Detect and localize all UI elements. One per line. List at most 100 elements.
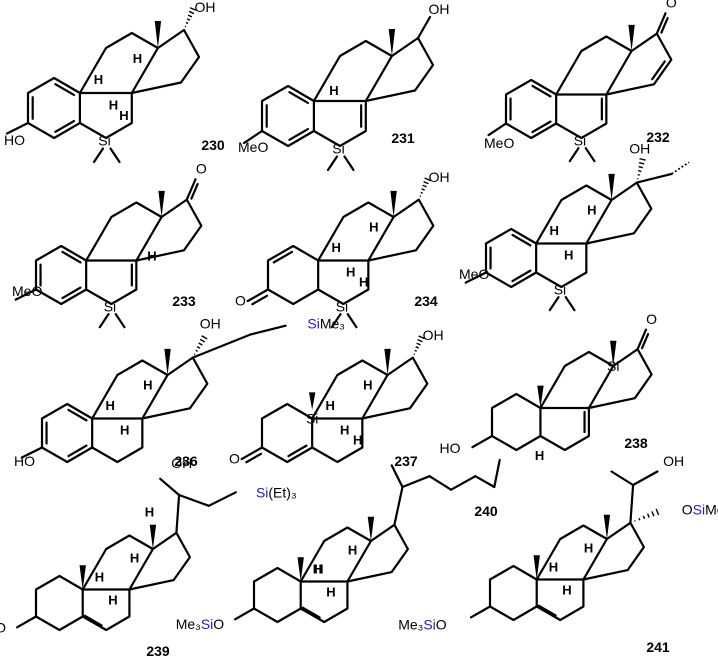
bond: [450, 475, 477, 491]
bond: [317, 259, 370, 306]
bond: [234, 607, 256, 621]
wedge-bond: [79, 565, 86, 590]
atom-label: HO: [14, 453, 35, 469]
bond: [390, 464, 404, 489]
atom-label: OH: [195, 0, 216, 15]
hashed-bond: [201, 335, 208, 340]
hashed-bond: [637, 169, 642, 173]
atom-label: O: [229, 450, 240, 466]
bond: [287, 444, 308, 458]
bond: [568, 147, 580, 163]
bond: [584, 147, 596, 163]
bond: [78, 91, 133, 140]
silicon-label: Si: [104, 298, 116, 314]
atom-label: HO: [0, 620, 6, 636]
bond: [531, 84, 552, 98]
atom-label: HO: [440, 440, 461, 456]
silicon-label: Si: [607, 358, 619, 374]
wedge-bond: [384, 348, 391, 375]
hashed-bond: [416, 342, 421, 346]
compound-number: 233: [172, 293, 196, 309]
hydrogen-label: H: [346, 264, 355, 279]
compound-number: 237: [394, 453, 418, 469]
silicon-label: Si: [574, 132, 586, 148]
bond: [299, 526, 373, 583]
bond: [61, 286, 82, 300]
hashed-bond: [638, 517, 641, 521]
bond: [190, 182, 199, 200]
bond: [343, 155, 355, 172]
bond: [636, 328, 648, 351]
hydrogen-label: H: [369, 220, 378, 235]
bond: [511, 233, 532, 247]
bond: [272, 250, 294, 264]
bond: [317, 201, 395, 262]
hydrogen-label: H: [326, 584, 335, 599]
bond: [128, 531, 191, 591]
hydrogen-label: H: [313, 561, 322, 576]
hydrogen-label: H: [584, 541, 593, 556]
silicon-label: Si: [336, 298, 348, 314]
hydrogen-label: H: [133, 51, 142, 66]
bond: [539, 350, 615, 410]
bond: [91, 359, 169, 420]
silicon-label: Me₃SiO: [398, 616, 447, 632]
hydrogen-label: H: [549, 223, 558, 238]
bond: [312, 39, 393, 103]
compound-number: 238: [624, 435, 648, 451]
wedge-bond: [297, 557, 304, 582]
bond: [252, 566, 302, 624]
wedge-bond: [537, 385, 544, 408]
bond: [260, 84, 315, 148]
hydrogen-label: H: [331, 240, 340, 255]
wedge-bond: [367, 516, 375, 541]
atom-label: MeO: [12, 283, 42, 299]
bond: [54, 83, 76, 97]
bond: [61, 250, 82, 264]
bond: [393, 485, 404, 526]
compound-number: 240: [474, 503, 498, 519]
hashed-bond: [189, 7, 197, 11]
bond: [242, 129, 264, 145]
hydrogen-label: H: [587, 203, 596, 218]
hashed-bond: [637, 173, 640, 176]
bond: [130, 28, 201, 95]
atom-label: OH: [629, 141, 650, 157]
bond: [470, 605, 492, 619]
hydrogen-label: H: [564, 247, 573, 262]
silicon-label: Si: [306, 411, 318, 427]
atom-label: O: [666, 0, 677, 11]
bond: [34, 244, 88, 306]
hashed-bond: [642, 515, 646, 520]
atom-label: OH: [171, 455, 192, 471]
hashed-bond: [638, 165, 643, 169]
bond: [535, 242, 588, 289]
hashed-bond: [421, 188, 425, 191]
wedge-bond: [149, 524, 157, 549]
bond: [346, 523, 409, 583]
bond: [299, 580, 349, 624]
bond: [655, 12, 667, 35]
bond: [16, 615, 38, 629]
hydrogen-label: H: [535, 448, 544, 463]
atom-label: O: [196, 161, 207, 177]
hydrogen-label: H: [329, 83, 338, 98]
bond: [548, 296, 560, 312]
wedge-bond: [308, 392, 316, 410]
hashed-bond: [195, 349, 198, 352]
bond: [484, 227, 538, 289]
hashed-bond: [198, 342, 203, 346]
silicon-label: Si: [98, 133, 110, 149]
bond: [83, 614, 103, 627]
bond: [582, 521, 645, 581]
alkyne-bond: [671, 161, 690, 175]
hashed-bond: [418, 335, 425, 340]
